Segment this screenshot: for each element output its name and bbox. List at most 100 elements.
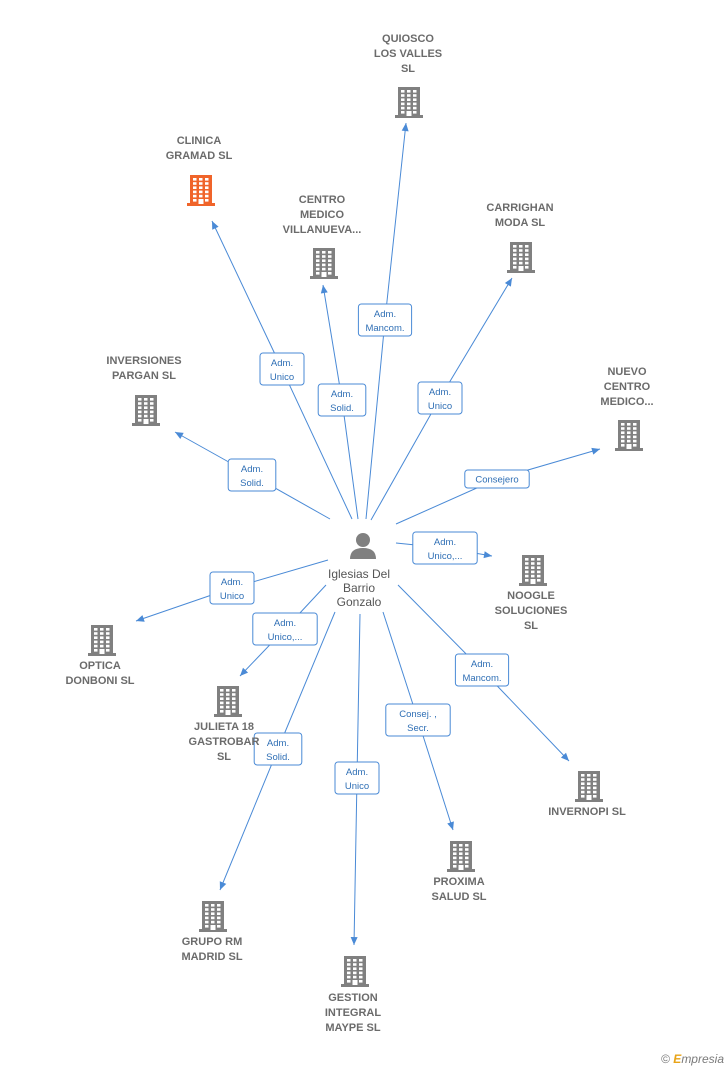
edge-label-text: Unico (345, 781, 369, 792)
arrowhead-icon (320, 285, 328, 294)
edge-carrighan: Adm. Unico (370, 277, 513, 521)
edges-layer: Adm.Mancom.Adm.UnicoAdm.Solid.Adm.UnicoA… (135, 122, 601, 946)
edge-label-text: Unico (270, 372, 294, 383)
edge-label-box (259, 352, 305, 386)
company-name: JULIETA 18 (194, 721, 254, 733)
building-icon (214, 686, 242, 717)
person-icon (350, 533, 376, 559)
edge-label-centro[interactable]: Adm.Solid. (317, 383, 367, 417)
company-name: GRUPO RM (182, 936, 243, 948)
company-name: SOLUCIONES (495, 605, 568, 617)
edge-label-proxima[interactable]: Consej. , Secr. (385, 703, 451, 737)
company-node-nuevo[interactable]: NUEVOCENTROMEDICO... (600, 366, 654, 451)
edge-label-text: Adm. (434, 537, 456, 548)
company-name: SL (217, 751, 231, 763)
company-name: DONBONI SL (65, 675, 134, 687)
edge-label-carrighan[interactable]: Adm. Unico (417, 381, 463, 415)
edge-julieta: Adm. Unico,... (239, 584, 327, 677)
edge-label-box (227, 458, 277, 492)
company-name: MAYPE SL (325, 1022, 381, 1034)
building-icon (199, 901, 227, 932)
arrowhead-icon (504, 278, 512, 287)
building-icon (132, 395, 160, 426)
edge-label-text: Unico (428, 401, 452, 412)
edge-label-text: Adm. (429, 387, 451, 398)
person-name: Barrio (343, 581, 375, 595)
building-icon (395, 87, 423, 118)
company-name: LOS VALLES (374, 48, 442, 60)
edge-label-text: Mancom. (365, 323, 404, 334)
edge-label-optica[interactable]: Adm.Unico (209, 571, 255, 605)
edge-label-julieta[interactable]: Adm. Unico,... (252, 612, 318, 646)
company-name: VILLANUEVA... (283, 224, 362, 236)
edge-label-box (412, 531, 478, 565)
edge-label-gestion[interactable]: Adm. Unico (334, 761, 380, 795)
edge-label-text: Adm. (241, 464, 263, 475)
edge-label-box (417, 381, 463, 415)
arrowhead-icon (560, 752, 569, 761)
arrowhead-icon (240, 667, 249, 676)
edge-label-text: Adm. (471, 659, 493, 670)
company-node-invernopi[interactable]: INVERNOPI SL (548, 771, 626, 818)
edge-label-box (454, 653, 510, 687)
company-name: INVERNOPI SL (548, 806, 626, 818)
company-name: INVERSIONES (106, 355, 181, 367)
copyright-icon: © (661, 1052, 670, 1066)
edge-label-text: Consej. , (399, 709, 437, 720)
edge-label-text: Adm. (274, 618, 296, 629)
person-name: Iglesias Del (328, 567, 390, 581)
company-node-julieta[interactable]: JULIETA 18 GASTROBAR SL (189, 686, 260, 763)
edge-label-gruporm[interactable]: Adm.Solid. (253, 732, 303, 766)
company-name: QUIOSCO (382, 33, 434, 45)
company-name: PARGAN SL (112, 370, 176, 382)
edge-label-text: Solid. (240, 478, 264, 489)
arrowhead-icon (350, 936, 358, 945)
company-name: GASTROBAR (189, 736, 260, 748)
company-name: GESTION (328, 992, 378, 1004)
company-node-centro[interactable]: CENTROMEDICOVILLANUEVA... (283, 194, 362, 279)
company-name: NOOGLE (507, 590, 555, 602)
edge-label-invernopi[interactable]: Adm.Mancom. (454, 653, 510, 687)
edge-label-text: Adm. (346, 767, 368, 778)
company-name: MADRID SL (181, 951, 242, 963)
arrowhead-icon (483, 551, 492, 559)
company-name: CENTRO (604, 381, 651, 393)
edge-invernopi: Adm.Mancom. (397, 584, 570, 762)
building-icon (507, 242, 535, 273)
edge-label-box (253, 732, 303, 766)
edge-quiosco: Adm.Mancom. (357, 122, 413, 520)
edge-label-nuevo[interactable]: Consejero (464, 469, 530, 489)
edge-label-quiosco[interactable]: Adm.Mancom. (357, 303, 413, 337)
brand-logo-initial: E (673, 1052, 682, 1066)
arrowhead-icon (591, 447, 600, 455)
building-icon (615, 420, 643, 451)
edge-label-text: Secr. (407, 723, 429, 734)
edge-label-text: Solid. (266, 752, 290, 763)
building-icon (187, 175, 215, 206)
arrowhead-icon (175, 432, 184, 439)
building-icon (88, 625, 116, 656)
edge-label-noogle[interactable]: Adm.Unico,... (412, 531, 478, 565)
company-name: SALUD SL (432, 891, 487, 903)
watermark: © Empresia (661, 1052, 724, 1066)
edge-optica: Adm.Unico (135, 559, 329, 622)
company-node-inversiones[interactable]: INVERSIONES PARGAN SL (106, 355, 182, 426)
edge-label-inversiones[interactable]: Adm. Solid. (227, 458, 277, 492)
edge-gestion: Adm. Unico (334, 613, 380, 946)
edge-label-clinica[interactable]: Adm. Unico (259, 352, 305, 386)
company-name: INTEGRAL (325, 1007, 382, 1019)
edge-label-box (317, 383, 367, 417)
company-node-gestion[interactable]: GESTION INTEGRAL MAYPE SL (325, 956, 382, 1034)
edge-label-text: Adm. (271, 358, 293, 369)
edge-gruporm: Adm. Solid. (219, 611, 336, 891)
edge-label-text: Unico,... (268, 632, 303, 643)
company-node-gruporm[interactable]: GRUPO RM MADRID SL (181, 901, 243, 963)
